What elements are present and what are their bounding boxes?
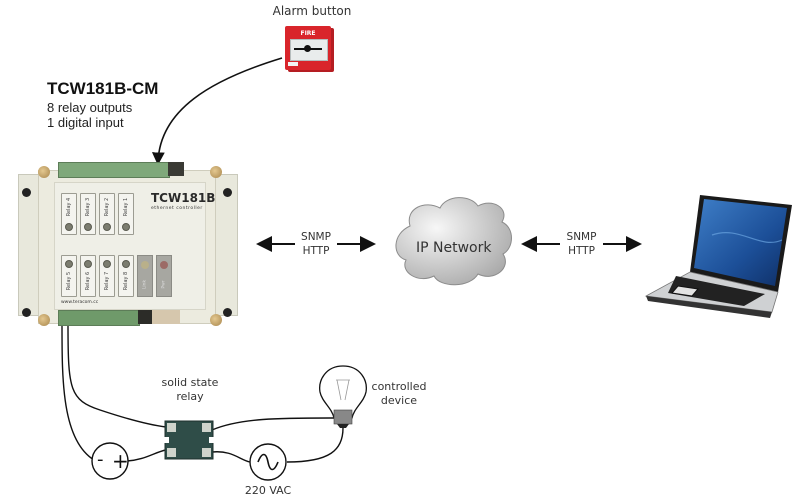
controller-feature-input: 1 digital input — [47, 115, 124, 130]
relay-label-line-2: relay — [176, 390, 204, 403]
dc-source — [91, 442, 129, 480]
relay-4-led — [65, 223, 73, 231]
wire-dc-plus-to-relay — [126, 449, 167, 462]
controller-feature-relays: 8 relay outputs — [47, 100, 133, 115]
wire-controller-to-dc-minus — [61, 324, 95, 461]
tcw181b-controller: TCW181B ethernet controller Relay 4 Rela… — [18, 160, 238, 328]
status-slot-link: Link — [137, 255, 153, 297]
relay-6-led — [84, 260, 92, 268]
relay-slot-1: Relay 1 — [118, 193, 134, 235]
relay-3-label: Relay 3 — [85, 197, 91, 217]
bottom-connector-ethernet — [152, 310, 180, 324]
controlled-device-label: controlled device — [364, 380, 434, 408]
relay-7-led — [103, 260, 111, 268]
mount-hole-bottom-left — [38, 314, 50, 326]
link-label: Link — [142, 279, 148, 290]
solid-state-relay-label: solid state relay — [150, 376, 230, 404]
mount-hole-top-right — [210, 166, 222, 178]
controller-brand: TCW181B — [151, 191, 216, 205]
relay-slot-5: Relay 5 — [61, 255, 77, 297]
relay-4-label: Relay 4 — [66, 197, 72, 217]
bottom-terminal-block — [58, 310, 140, 326]
fire-label: FIRE — [300, 30, 316, 37]
relay-2-label: Relay 2 — [104, 197, 110, 217]
solid-state-relay — [163, 420, 215, 460]
light-bulb-icon — [319, 365, 367, 428]
relay-label-line-1: solid state — [161, 376, 219, 389]
fire-alarm-tag — [288, 62, 298, 66]
right-protocol-http: HTTP — [568, 245, 595, 257]
power-label: Pwr — [161, 280, 167, 289]
controller-faceplate: TCW181B ethernet controller Relay 4 Rela… — [54, 182, 215, 310]
relay-1-label: Relay 1 — [123, 197, 129, 217]
right-protocol-snmp: SNMP — [566, 231, 597, 243]
relay-8-label: Relay 8 — [123, 271, 129, 291]
load-label-line-2: device — [380, 394, 418, 407]
ac-sine-icon — [257, 453, 279, 471]
relay-6-label: Relay 6 — [85, 271, 91, 291]
ip-network-cloud — [395, 197, 512, 286]
left-link-protocols: SNMP HTTP — [295, 230, 337, 258]
dc-plus-symbol: + — [112, 449, 129, 473]
relay-1-led — [122, 223, 130, 231]
power-led — [160, 261, 168, 269]
relay-5-label: Relay 5 — [66, 271, 72, 291]
status-slot-power: Pwr — [156, 255, 172, 297]
screw-top-left — [22, 188, 31, 197]
top-connector — [168, 162, 184, 176]
bottom-connector-dark — [138, 310, 152, 324]
controller-model-title: TCW181B-CM — [47, 79, 159, 98]
relay-slot-3: Relay 3 — [80, 193, 96, 235]
ip-network-label: IP Network — [416, 240, 492, 256]
relay-slot-6: Relay 6 — [80, 255, 96, 297]
relay-slot-7: Relay 7 — [99, 255, 115, 297]
wire-relay-to-lamp — [211, 417, 338, 431]
screw-bottom-left — [22, 308, 31, 317]
mount-hole-bottom-right — [210, 314, 222, 326]
dc-minus-symbol: - — [97, 449, 104, 470]
left-protocol-snmp: SNMP — [301, 231, 331, 243]
break-glass-dot — [304, 45, 311, 52]
fire-alarm-button: FIRE — [285, 26, 335, 72]
right-link-protocols: SNMP HTTP — [560, 230, 603, 258]
relay-slot-2: Relay 2 — [99, 193, 115, 235]
alarm-signal-arrow — [151, 57, 283, 166]
laptop — [640, 190, 790, 320]
load-label-line-1: controlled — [371, 380, 427, 393]
laptop-icon — [644, 195, 792, 318]
screw-top-right — [223, 188, 232, 197]
relay-3-led — [84, 223, 92, 231]
relay-2-led — [103, 223, 111, 231]
alarm-button-label: Alarm button — [272, 4, 352, 18]
screw-bottom-right — [223, 308, 232, 317]
wire-controller-to-relay — [67, 324, 167, 428]
wire-relay-to-ac — [211, 451, 251, 463]
relay-slot-4: Relay 4 — [61, 193, 77, 235]
controller-brand-sub: ethernet controller — [151, 206, 203, 211]
ac-source-label: 220 VAC — [244, 484, 292, 497]
relay-5-led — [65, 260, 73, 268]
relay-slot-8: Relay 8 — [118, 255, 134, 297]
link-led — [141, 261, 149, 269]
mount-hole-top-left — [38, 166, 50, 178]
top-terminal-block — [58, 162, 170, 178]
relay-7-label: Relay 7 — [104, 271, 110, 291]
left-protocol-http: HTTP — [302, 245, 330, 257]
controller-website: www.teracom.cc — [61, 300, 99, 305]
wire-ac-to-lamp — [286, 427, 344, 463]
relay-8-led — [122, 260, 130, 268]
